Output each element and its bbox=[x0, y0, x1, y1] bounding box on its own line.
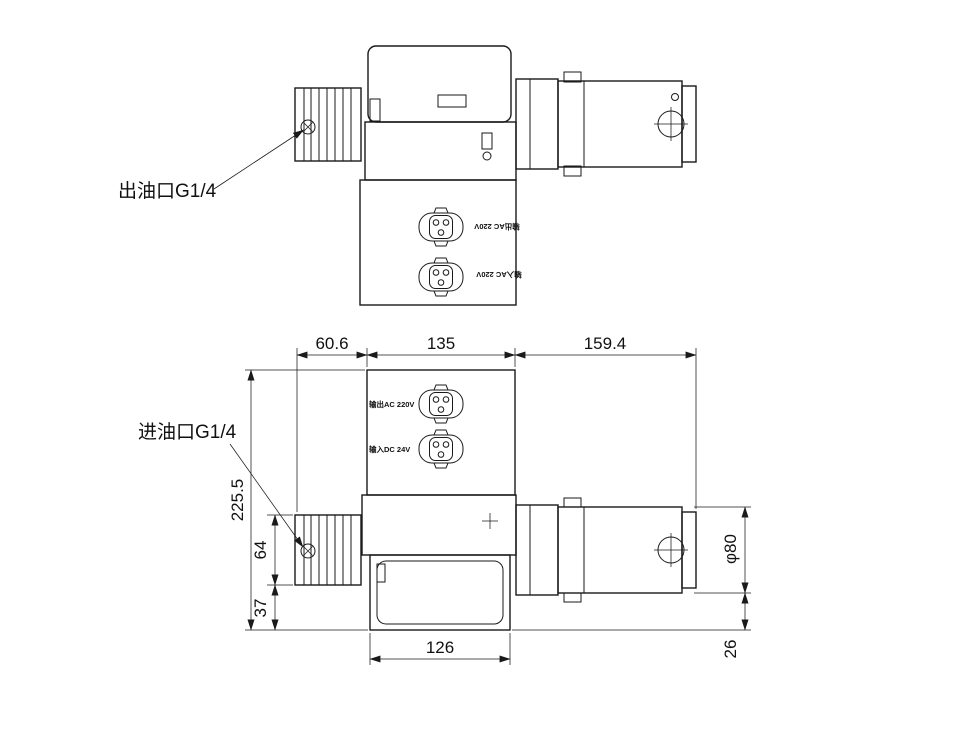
bottom-connector-upper-label: 输出AC 220V bbox=[369, 399, 414, 409]
dim-port-height: 64 bbox=[251, 514, 293, 586]
svg-text:135: 135 bbox=[427, 334, 455, 353]
motor-shaft-center-mark bbox=[654, 107, 688, 141]
svg-text:225.5: 225.5 bbox=[228, 479, 247, 522]
bottom-connector-lower-label: 输入DC 24V bbox=[369, 444, 410, 454]
motor-bottom-view bbox=[515, 497, 697, 603]
motor-top-view bbox=[515, 71, 697, 177]
top-connector-lower-label: 输入AC 220V bbox=[476, 270, 521, 280]
outlet-port-block bbox=[294, 87, 362, 162]
dim-end-offset: 26 bbox=[512, 592, 751, 659]
svg-text:37: 37 bbox=[251, 599, 270, 618]
dimensions: 60.6 135 159.4 225.5 64 3 bbox=[228, 334, 751, 665]
dim-total-height: 225.5 bbox=[228, 369, 368, 631]
svg-text:159.4: 159.4 bbox=[584, 334, 627, 353]
inlet-port-block bbox=[294, 514, 362, 586]
pump-body-bottom-view bbox=[361, 369, 517, 631]
outlet-port-symbol bbox=[300, 119, 316, 135]
motor-shaft-center-mark-bottom bbox=[654, 533, 688, 567]
svg-text:126: 126 bbox=[426, 638, 454, 657]
svg-text:26: 26 bbox=[721, 640, 740, 659]
dim-base-width: 126 bbox=[369, 633, 511, 665]
connector-upper-bottom-view bbox=[418, 384, 464, 424]
dim-center-width: 135 bbox=[366, 334, 516, 367]
inlet-leader-line bbox=[229, 443, 304, 548]
outlet-label: 出油口G1/4 bbox=[118, 180, 217, 202]
center-mark bbox=[482, 513, 498, 529]
bottom-view: 输出AC 220V 输入DC 24V 进油口G1/4 bbox=[138, 369, 697, 631]
terminal-screw-icon bbox=[671, 93, 679, 101]
pump-body-top-view bbox=[359, 45, 517, 306]
top-view: 出油口G1/4 输出AC 220V 输入AC 220V bbox=[118, 45, 697, 306]
connector-upper-top-view bbox=[418, 207, 464, 247]
svg-text:64: 64 bbox=[251, 541, 270, 560]
connector-lower-bottom-view bbox=[418, 429, 464, 469]
top-connector-upper-label: 输出AC 220V bbox=[474, 222, 519, 232]
dim-left-width: 60.6 bbox=[296, 334, 368, 512]
svg-text:60.6: 60.6 bbox=[315, 334, 348, 353]
connector-lower-top-view bbox=[418, 257, 464, 297]
dim-motor-diameter: φ80 bbox=[694, 506, 751, 594]
inlet-port-symbol bbox=[300, 543, 316, 559]
dim-right-width: 159.4 bbox=[514, 334, 697, 509]
outlet-leader-line bbox=[213, 129, 304, 190]
svg-text:φ80: φ80 bbox=[721, 534, 740, 564]
dim-base-height: 37 bbox=[251, 584, 279, 631]
inlet-label: 进油口G1/4 bbox=[138, 421, 237, 443]
